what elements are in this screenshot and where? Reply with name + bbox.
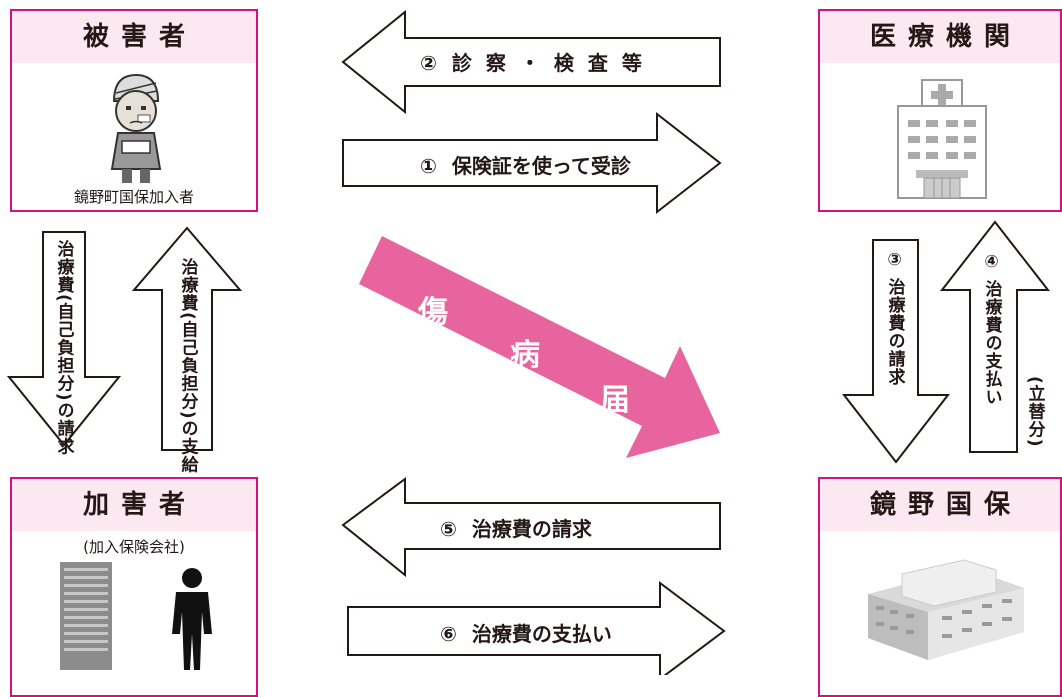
visit-label: ① 保険証を使って受診 xyxy=(420,150,631,179)
government-building-icon xyxy=(868,559,1024,660)
hospital-box: 医療機関 xyxy=(818,9,1062,212)
pay-hospital-label: ④ 治療費の支払い xyxy=(981,252,1002,406)
injured-person-icon xyxy=(110,73,162,183)
claim-victim-text: 治療費(自己負担分)の請求 xyxy=(53,240,74,456)
injury-report-arrow xyxy=(359,236,720,458)
claim-hospital-label: ③ 治療費の請求 xyxy=(884,250,905,386)
pay-hospital-note: (立替分) xyxy=(1024,376,1045,448)
pay-insurer-number: ⑥ xyxy=(440,622,457,646)
claim-hospital-text: 治療費の請求 xyxy=(884,277,905,386)
pay-insurer-label: ⑥ 治療費の支払い xyxy=(440,618,612,647)
injury-report-char-3: 届 xyxy=(600,383,630,418)
pay-hospital-text: 治療費の支払い xyxy=(981,279,1002,406)
arrow-claim-insurer xyxy=(341,477,721,578)
pay-hospital-number: ④ xyxy=(981,252,1002,273)
victim-caption: 鏡野町国保加入者 xyxy=(73,188,194,206)
arrow-pay-insurer xyxy=(347,581,726,675)
arrow-exam xyxy=(341,9,721,115)
insurer-title: 鏡野国保 xyxy=(820,479,1060,531)
arrow-visit xyxy=(342,111,722,215)
insurer-box: 鏡野国保 xyxy=(818,477,1062,697)
exam-number: ② xyxy=(420,51,437,75)
pay-victim-text: 治療費(自己負担分)の支給 xyxy=(177,258,198,474)
visit-number: ① xyxy=(420,154,437,178)
claim-insurer-number: ⑤ xyxy=(440,517,457,541)
claim-hospital-number: ③ xyxy=(884,250,905,271)
hospital-building-icon xyxy=(897,79,987,199)
perpetrator-title: 加害者 xyxy=(12,479,256,531)
exam-label: ② 診察・検査等 xyxy=(420,47,656,76)
arrow-claim-victim xyxy=(6,231,122,447)
pay-insurer-text: 治療費の支払い xyxy=(471,622,612,646)
injury-report-char-1: 傷 xyxy=(418,295,448,330)
claim-insurer-label: ⑤ 治療費の請求 xyxy=(440,513,592,542)
arrow-pay-hospital xyxy=(939,220,1051,453)
diagram-arrows xyxy=(6,9,1051,675)
injury-report-char-2: 病 xyxy=(510,338,540,373)
exam-text: 診察・検査等 xyxy=(451,51,656,75)
arrow-pay-victim xyxy=(131,226,243,451)
victim-box: 被害者 鏡野町国保加入者 xyxy=(10,9,258,212)
hospital-title: 医療機関 xyxy=(820,11,1060,63)
claim-insurer-text: 治療費の請求 xyxy=(471,517,592,541)
perpetrator-box: 加害者 (加入保険会社) xyxy=(10,477,258,697)
victim-title: 被害者 xyxy=(12,11,256,63)
arrow-claim-hospital xyxy=(841,239,951,464)
visit-text: 保険証を使って受診 xyxy=(451,154,631,178)
company-people-icon xyxy=(60,562,212,670)
perpetrator-caption: (加入保険会社) xyxy=(83,538,185,556)
